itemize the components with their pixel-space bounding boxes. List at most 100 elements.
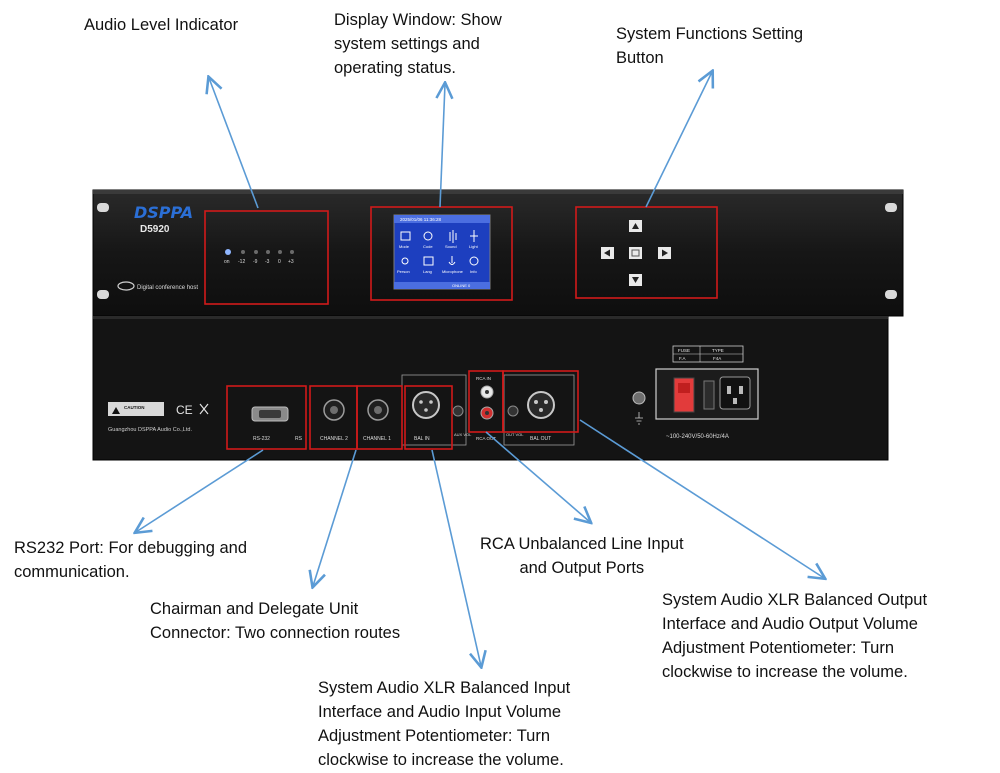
screen-icon-label: Sound [445,244,457,249]
ground-icon [635,412,643,425]
output-volume-knob [507,405,519,417]
callout-arrows [136,72,824,666]
highlight-rs232 [226,385,307,450]
model-number: D5920 [140,224,170,235]
callout-audio-level: Audio Level Indicator [84,16,239,34]
screen-person-icon [401,257,409,265]
navigation-buttons[interactable] [601,220,671,286]
input-volume-knob [452,405,464,417]
fuse-header: TYPE [712,348,724,353]
level-label: on [224,259,230,265]
brand-emblem-icon [117,281,135,291]
warning-triangle-icon [112,407,120,414]
screen-code-icon [423,231,433,241]
fuse-header: FUSE [678,348,690,353]
nav-ok-button[interactable] [629,247,642,259]
arrow-rs232 [136,449,264,532]
callout-rs232: RS232 Port: For debugging and communicat… [14,539,247,581]
level-led-on [225,249,231,255]
rack-hole-right-top [885,203,897,212]
left-arrow-icon [604,249,610,257]
port-label: RS-232 [253,436,270,442]
ce-mark: CE [176,403,193,417]
callout-connector: Chairman and Delegate Unit Connector: Tw… [150,600,401,642]
arrow-audio-level [209,78,259,209]
port-label: BAL IN [414,436,430,442]
highlight-audio-level [204,210,329,305]
level-label: -12 [238,259,245,265]
arrow-xlr-input [431,449,481,666]
down-arrow-icon [632,277,639,283]
level-led [290,250,294,254]
audio-level-leds: on -12 -9 -3 0 +3 [224,249,294,265]
rear-panel: CAUTION CE Guangzhou DSPPA Audio Co.,Ltd… [92,315,889,461]
front-subtitle: Digital conference host [137,285,198,291]
up-arrow-icon [632,223,639,229]
screen-info-icon [469,256,479,266]
callout-rca: RCA Unbalanced Line Input and Output Por… [480,535,684,577]
port-label: CHANNEL 2 [320,436,348,442]
iec-power-socket [719,376,751,410]
screen-mode-icon [400,231,411,241]
level-label: 0 [278,259,281,265]
arrow-display-window [440,84,445,208]
rack-hole-right-bottom [885,290,897,299]
callout-xlr-input: System Audio XLR Balanced Input Interfac… [318,679,571,769]
port-label: RS [295,436,303,442]
port-label: OUT VOL [506,432,524,437]
caution-text: CAUTION [124,405,145,410]
arrow-rca [485,431,590,522]
rack-hole-left-top [97,203,109,212]
level-led [241,250,245,254]
screen-icon-label: Code [423,244,433,249]
level-label: -3 [265,259,270,265]
company-name: Guangzhou DSPPA Audio Co.,Ltd. [108,427,192,433]
screen-header: 2025/01/06 11:36:28 [400,217,441,222]
port-label: RCA OUT [476,436,496,441]
arrow-system-functions [645,72,712,208]
screen-icon-label: Light [469,244,479,249]
port-label: AUX VOL [454,432,472,437]
highlight-xlr-output [502,370,579,433]
screen-icon-label: Info [470,269,477,274]
caution-label [108,402,164,416]
highlight-channel-1 [356,385,403,450]
port-label: BAL OUT [530,436,551,442]
screen-icon-label: Person [397,269,410,274]
screen-icon-label: Mode [399,244,410,249]
display-screen: 2025/01/06 11:36:28 Mode Code Sound Ligh… [393,214,491,290]
brand-logo: DSPPA [134,203,193,222]
right-arrow-icon [662,249,668,257]
level-led [278,250,282,254]
screen-light-icon [470,230,478,242]
level-led [266,250,270,254]
callout-system-functions: System Functions Setting Button [616,25,804,67]
screen-microphone-icon [448,256,456,265]
level-led [254,250,258,254]
xlr-output-connector [527,391,555,419]
screen-icon-label: Microphone [442,269,464,274]
callout-display-window: Display Window: Show system settings and… [334,11,502,77]
front-panel: DSPPA D5920 Digital conference host on -… [92,189,904,317]
highlight-xlr-input [404,385,453,450]
arrow-xlr-output [579,419,824,578]
level-label: -9 [253,259,258,265]
fuse-value: F4A [713,356,721,361]
screen-lang-icon [423,256,434,266]
highlight-display-window [370,206,513,301]
fuse-holder [703,380,715,410]
xlr-input-connector [412,391,440,419]
screen-sound-icon [449,230,457,243]
fuse-value: F.A [679,356,686,361]
port-label: RCA IN [476,376,491,381]
level-label: +3 [288,259,294,265]
screen-icon-label: Lang [423,269,432,274]
rs232-port [251,406,289,422]
screen-footer: ONLINE 0 [452,283,471,288]
power-rating: ~100-240V/50-60Hz/4A [666,434,729,440]
port-label: CHANNEL 1 [363,436,391,442]
rack-hole-left-bottom [97,290,109,299]
callout-xlr-output: System Audio XLR Balanced Output Interfa… [662,591,928,681]
arrow-connector [313,449,357,586]
